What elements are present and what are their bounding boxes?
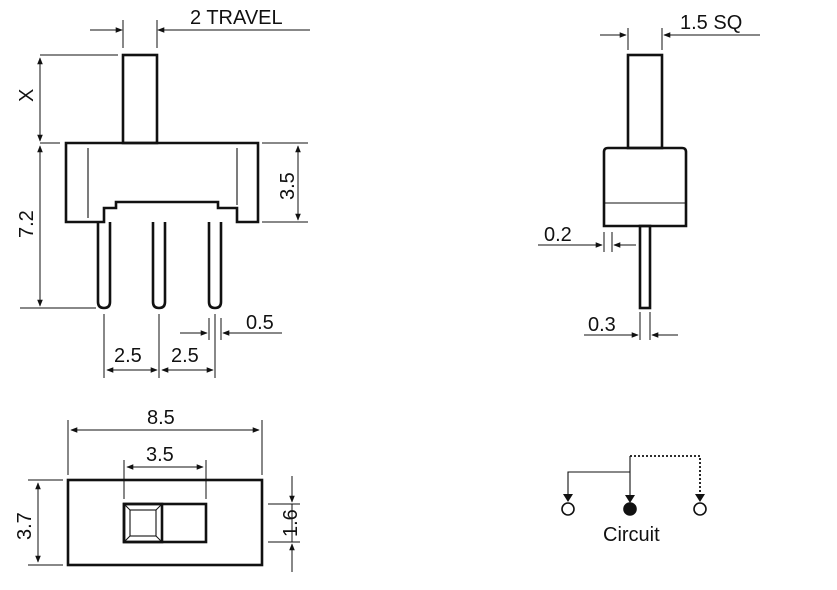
height-label: 7.2 — [16, 210, 38, 238]
circuit-symbol: Circuit — [561, 455, 707, 546]
side-view: 1.5 SQ 0.2 0.3 — [538, 12, 760, 340]
gap-label: 0.2 — [544, 224, 572, 246]
front-pin-right — [207, 222, 223, 310]
side-body — [602, 146, 688, 228]
travel-label: 2 TRAVEL — [190, 7, 283, 29]
pin-width-label: 0.5 — [246, 312, 274, 334]
width-label: 3.7 — [14, 512, 36, 540]
front-view: 2 TRAVEL X 7.2 3.5 2.5 2.5 0.5 — [16, 7, 310, 378]
terminal-common — [623, 502, 637, 516]
pin-thickness-label: 0.3 — [588, 314, 616, 336]
slot-length-label: 3.5 — [146, 444, 174, 466]
body-height-label: 3.5 — [277, 172, 299, 200]
front-body — [64, 141, 260, 224]
slot-width-label: 1.6 — [280, 509, 302, 537]
front-pin-left — [96, 222, 112, 310]
top-actuator — [122, 502, 164, 544]
pitch-a-label: 2.5 — [114, 345, 142, 367]
front-actuator — [121, 53, 159, 145]
side-actuator — [626, 53, 664, 150]
x-label: X — [16, 89, 38, 102]
front-pin-middle — [151, 222, 167, 310]
terminal-right — [693, 502, 707, 516]
length-label: 8.5 — [147, 407, 175, 429]
terminal-left — [561, 502, 575, 516]
actuator-sq-label: 1.5 SQ — [680, 12, 742, 34]
pitch-b-label: 2.5 — [171, 345, 199, 367]
front-body-inner-lines — [87, 148, 238, 218]
side-pin — [638, 224, 652, 310]
top-body — [66, 478, 264, 567]
circuit-label: Circuit — [603, 524, 660, 546]
top-view: 8.5 3.5 3.7 1.6 — [14, 407, 302, 572]
